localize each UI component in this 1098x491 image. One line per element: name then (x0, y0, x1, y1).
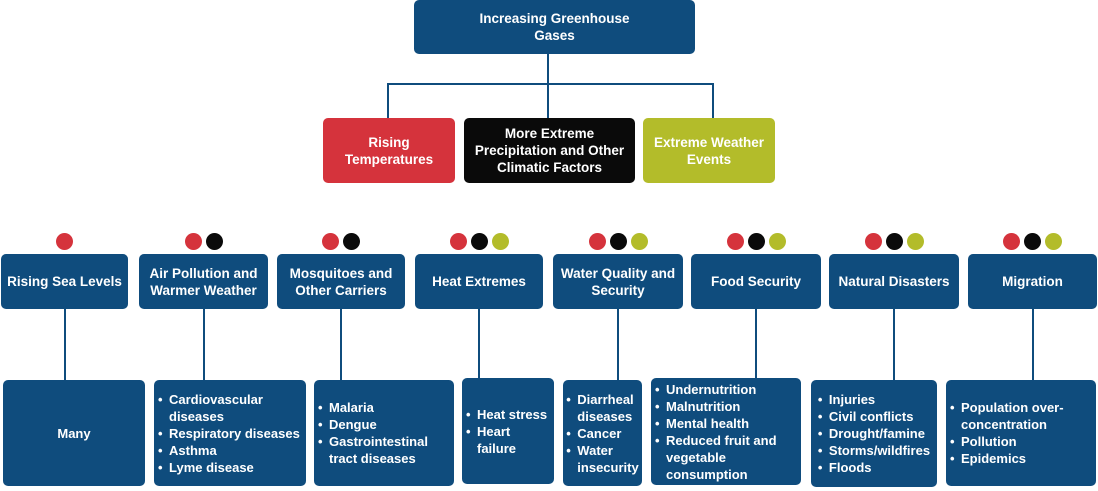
driver-indicator-dot (184, 233, 202, 250)
category-label: Natural Disasters (838, 274, 950, 289)
effect-item: Diarrheal diseases (566, 391, 638, 425)
connector-driver-bar (387, 83, 714, 85)
driver-indicator-dot (726, 233, 744, 250)
effect-item: Many (57, 425, 91, 441)
connector-category-to-effects (893, 309, 895, 380)
driver-indicator-dot (1003, 233, 1020, 250)
category-node: Heat Extremes (415, 254, 543, 309)
effects-list: Cardiovascular diseasesRespiratory disea… (158, 391, 302, 476)
driver-indicator-dot (205, 233, 223, 250)
driver-indicator-dot (885, 233, 903, 250)
effect-item: Cancer (566, 425, 638, 442)
effect-item: Heart failure (466, 423, 550, 457)
category-node: Air Pollution and Warmer Weather (139, 254, 268, 309)
effect-item: Respiratory diseases (158, 425, 302, 442)
driver-indicator-dot (1024, 233, 1041, 250)
connector-category-to-effects (478, 309, 480, 378)
effects-box: Population over-concentrationPollutionEp… (946, 380, 1096, 486)
effects-list: Population over-concentrationPollutionEp… (950, 399, 1092, 467)
effect-item: Cardiovascular diseases (158, 391, 302, 425)
driver-indicator-dot (1045, 233, 1062, 250)
category-node: Natural Disasters (829, 254, 959, 309)
effect-item: Malaria (318, 399, 450, 416)
connector-category-to-effects (755, 309, 757, 378)
effect-item: Undernutrition (655, 381, 797, 398)
connector-root-stem (547, 54, 549, 118)
effects-list: UndernutritionMalnutritionMental healthR… (655, 381, 797, 483)
effect-item: Floods (818, 459, 930, 476)
effect-item: Dengue (318, 416, 450, 433)
effect-item: Drought/famine (818, 425, 930, 442)
effect-item: Asthma (158, 442, 302, 459)
category-node: Mosquitoes and Other Carriers (277, 254, 405, 309)
connector-category-to-effects (617, 309, 619, 380)
driver-indicator-dot (768, 233, 786, 250)
driver-indicator-dot (588, 233, 606, 250)
category-label: Rising Sea Levels (7, 274, 122, 289)
driver-rising-temperatures: Rising Temperatures (323, 118, 455, 183)
driver-indicator-dot (491, 233, 509, 250)
effect-item: Gastrointestinal tract diseases (318, 433, 450, 467)
effect-item: Water insecurity (566, 442, 638, 476)
driver-indicator-dot (322, 233, 339, 250)
effect-item: Storms/wildfires (818, 442, 930, 459)
effects-box: InjuriesCivil conflictsDrought/famineSto… (811, 380, 937, 487)
effect-item: Epidemics (950, 450, 1092, 467)
driver-label: Extreme Weather Events (653, 134, 765, 167)
connector-driver-1 (387, 83, 389, 118)
category-label: Migration (1002, 274, 1063, 289)
effects-list: Diarrheal diseasesCancerWater insecurity (566, 391, 638, 476)
driver-indicator-dot (56, 233, 73, 250)
driver-indicator-dot (747, 233, 765, 250)
category-label: Air Pollution and Warmer Weather (149, 265, 258, 298)
root-node-greenhouse-gases: Increasing Greenhouse Gases (414, 0, 695, 54)
driver-indicator-dot (630, 233, 648, 250)
driver-indicator-dot (343, 233, 360, 250)
effects-box: Many (3, 380, 145, 486)
effect-item: Mental health (655, 415, 797, 432)
driver-extreme-precipitation: More Extreme Precipitation and Other Cli… (464, 118, 635, 183)
driver-indicator-dot (906, 233, 924, 250)
effects-box: Heat stressHeart failure (462, 378, 554, 484)
category-node: Food Security (691, 254, 821, 309)
effects-list: MalariaDengueGastrointestinal tract dise… (318, 399, 450, 467)
effect-item: Lyme disease (158, 459, 302, 476)
driver-extreme-weather: Extreme Weather Events (643, 118, 775, 183)
effects-box: Diarrheal diseasesCancerWater insecurity (563, 380, 642, 486)
connector-driver-3 (712, 83, 714, 118)
category-node: Water Quality and Security (553, 254, 683, 309)
effect-item: Heat stress (466, 406, 550, 423)
driver-label: Rising Temperatures (344, 134, 434, 167)
effect-item: Injuries (818, 391, 930, 408)
category-node: Rising Sea Levels (1, 254, 128, 309)
effects-box: UndernutritionMalnutritionMental healthR… (651, 378, 801, 485)
connector-category-to-effects (340, 309, 342, 380)
effects-list: Heat stressHeart failure (466, 406, 550, 457)
effect-item: Malnutrition (655, 398, 797, 415)
effects-list: InjuriesCivil conflictsDrought/famineSto… (818, 391, 930, 476)
driver-indicator-dot (864, 233, 882, 250)
effect-item: Civil conflicts (818, 408, 930, 425)
category-label: Food Security (710, 274, 801, 289)
category-label: Heat Extremes (432, 274, 526, 289)
effects-box: Cardiovascular diseasesRespiratory disea… (154, 380, 306, 486)
effect-item: Pollution (950, 433, 1092, 450)
category-label: Mosquitoes and Other Carriers (289, 265, 393, 298)
driver-label: More Extreme Precipitation and Other Cli… (474, 126, 625, 175)
effects-box: MalariaDengueGastrointestinal tract dise… (314, 380, 454, 486)
connector-category-to-effects (1032, 309, 1034, 380)
root-node-label: Increasing Greenhouse Gases (479, 11, 630, 43)
connector-category-to-effects (203, 309, 205, 380)
effect-item: Reduced fruit and vegetable consumption (655, 432, 797, 483)
category-label: Water Quality and Security (560, 265, 676, 298)
driver-indicator-dot (449, 233, 467, 250)
effect-item: Population over-concentration (950, 399, 1092, 433)
connector-category-to-effects (64, 309, 66, 380)
driver-indicator-dot (470, 233, 488, 250)
driver-indicator-dot (609, 233, 627, 250)
category-node: Migration (968, 254, 1097, 309)
